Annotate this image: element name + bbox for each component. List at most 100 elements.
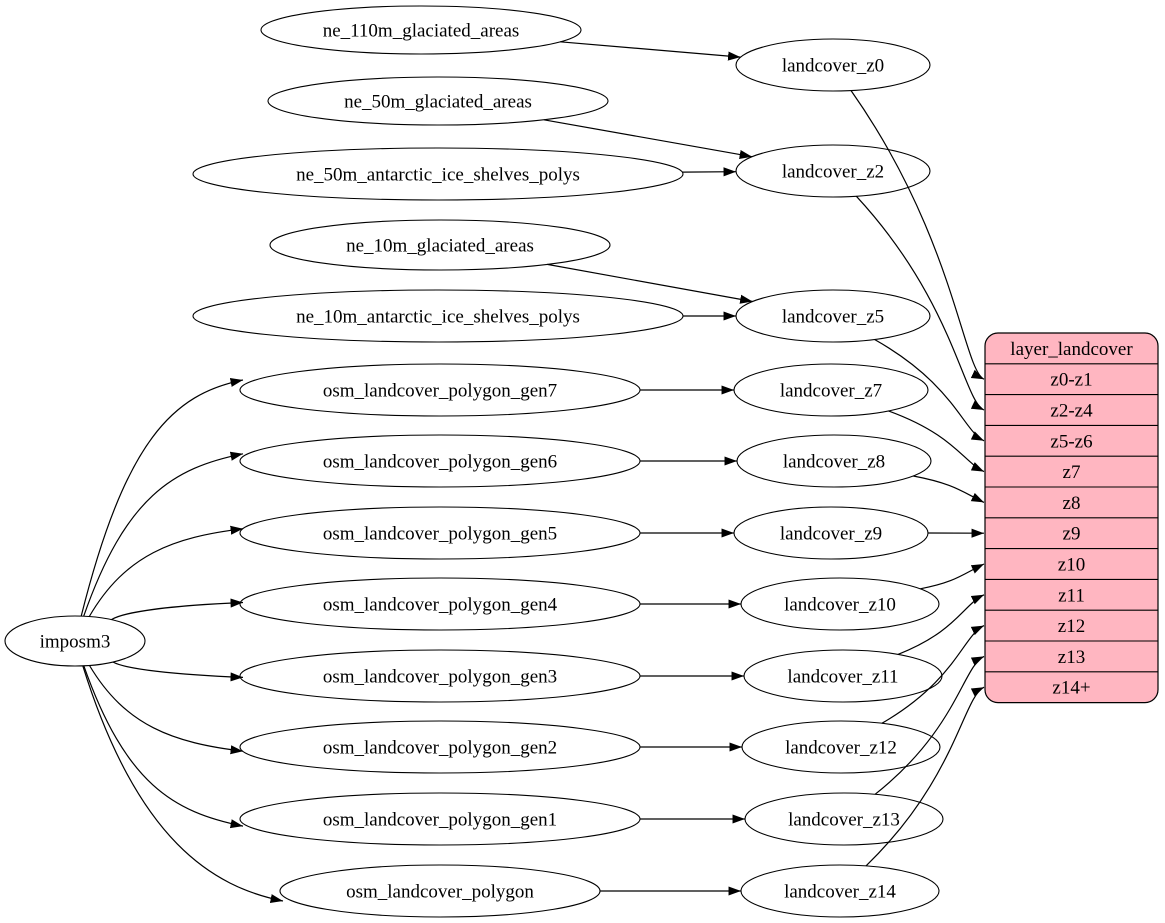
record-row-z7: z7 <box>1063 462 1081 483</box>
node-label: imposm3 <box>40 631 111 652</box>
record-title: layer_landcover <box>1010 339 1133 360</box>
node-ellipse <box>4 615 146 667</box>
node-landcover-z12: landcover_z12 <box>741 720 941 774</box>
node-label: osm_landcover_polygon_gen7 <box>323 380 557 401</box>
edge-imposm3-to-osm-landcover-polygon-gen5 <box>88 525 244 617</box>
node-ne-50m-glaciated-areas: ne_50m_glaciated_areas <box>267 76 609 126</box>
node-label: landcover_z14 <box>784 881 896 902</box>
edge-landcover-z14-to-layer-landcover-z14- <box>865 686 985 867</box>
edge-path <box>874 655 985 795</box>
edge-imposm3-to-osm-landcover-polygon <box>82 665 284 904</box>
edge-path <box>80 377 244 617</box>
record-node-layer-landcover: layer_landcover z0-z1 z2-z4 z5-z6 z7 z8 z9 z10 z… <box>984 332 1159 704</box>
edge-path <box>560 41 741 61</box>
edge-imposm3-to-osm-landcover-polygon-gen4 <box>111 598 244 621</box>
record-row-z12: z12 <box>1058 616 1085 637</box>
node-landcover-z7: landcover_z7 <box>733 363 929 417</box>
edge-path <box>83 665 244 829</box>
edge-path <box>874 338 985 442</box>
node-osm-landcover-polygon-gen4: osm_landcover_polygon_gen4 <box>239 577 641 631</box>
edge-path <box>850 90 985 380</box>
node-label: landcover_z0 <box>782 55 884 76</box>
node-landcover-z10: landcover_z10 <box>740 577 940 631</box>
edge-landcover-z11-to-layer-landcover-z11 <box>897 594 985 655</box>
node-ne-50m-antarctic-ice-shelves-polys: ne_50m_antarctic_ice_shelves_polys <box>192 147 684 201</box>
node-osm-landcover-polygon-gen5: osm_landcover_polygon_gen5 <box>239 506 641 560</box>
edge-path <box>855 195 985 411</box>
node-ellipse <box>269 219 611 271</box>
node-osm-landcover-polygon-gen1: osm_landcover_polygon_gen1 <box>239 792 641 846</box>
edge-ne-110m-glaciated-areas-to-landcover-z0 <box>560 41 741 61</box>
node-label: ne_50m_antarctic_ice_shelves_polys <box>296 164 580 185</box>
node-landcover-z8: landcover_z8 <box>736 434 932 488</box>
node-label: osm_landcover_polygon_gen3 <box>323 666 557 687</box>
edge-imposm3-to-osm-landcover-polygon-gen7 <box>80 377 244 617</box>
edge-landcover-z12-to-layer-landcover-z12 <box>881 625 985 724</box>
edge-landcover-z10-to-layer-landcover-z10 <box>920 563 985 590</box>
edge-path <box>88 525 244 617</box>
edge-path <box>88 665 244 755</box>
edge-path <box>888 410 985 473</box>
node-label: landcover_z9 <box>780 523 882 544</box>
edge-landcover-z0-to-layer-landcover-z0-z1 <box>850 90 985 380</box>
node-label: osm_landcover_polygon_gen6 <box>323 451 557 472</box>
node-ellipse <box>260 5 582 55</box>
node-ellipse <box>267 76 609 126</box>
node-label: ne_10m_antarctic_ice_shelves_polys <box>296 306 580 327</box>
edge-imposm3-to-osm-landcover-polygon-gen3 <box>112 661 244 682</box>
node-label: landcover_z8 <box>783 451 885 472</box>
record-row-z11: z11 <box>1058 585 1085 606</box>
node-label: osm_landcover_polygon <box>346 881 534 902</box>
edge-path <box>865 686 985 867</box>
edge-landcover-z2-to-layer-landcover-z2-z4 <box>855 195 985 411</box>
node-ne-10m-antarctic-ice-shelves-polys: ne_10m_antarctic_ice_shelves_polys <box>192 289 684 343</box>
record-row-z8: z8 <box>1063 493 1081 514</box>
nodes-layer: imposm3 ne_110m_glaciated_areas ne_50m_gla… <box>4 5 944 918</box>
edge-imposm3-to-osm-landcover-polygon-gen1 <box>83 665 244 829</box>
record-row-z14plus: z14+ <box>1052 678 1090 699</box>
node-osm-landcover-polygon-gen6: osm_landcover_polygon_gen6 <box>239 434 641 488</box>
node-label: ne_110m_glaciated_areas <box>323 20 520 41</box>
node-osm-landcover-polygon-gen7: osm_landcover_polygon_gen7 <box>239 363 641 417</box>
node-landcover-z14: landcover_z14 <box>740 864 940 918</box>
node-label: osm_landcover_polygon_gen1 <box>323 809 557 830</box>
node-label: ne_50m_glaciated_areas <box>344 91 532 112</box>
node-label: landcover_z2 <box>782 161 884 182</box>
edge-landcover-z7-to-layer-landcover-z7 <box>888 410 985 473</box>
node-osm-landcover-polygon-gen3: osm_landcover_polygon_gen3 <box>239 649 641 703</box>
node-label: landcover_z13 <box>788 809 900 830</box>
record-row-z10: z10 <box>1058 554 1085 575</box>
node-label: landcover_z12 <box>785 737 897 758</box>
node-label: landcover_z11 <box>787 666 898 687</box>
record-row-z9: z9 <box>1063 524 1081 545</box>
node-label: osm_landcover_polygon_gen4 <box>323 594 558 615</box>
node-ellipse <box>735 144 931 198</box>
node-imposm3: imposm3 <box>4 615 146 667</box>
edge-imposm3-to-osm-landcover-polygon-gen6 <box>83 451 244 617</box>
edge-landcover-z8-to-layer-landcover-z8 <box>913 475 985 503</box>
edge-path <box>543 119 753 160</box>
node-landcover-z2: landcover_z2 <box>735 144 931 198</box>
edge-path <box>83 451 244 617</box>
node-label: ne_10m_glaciated_areas <box>346 235 534 256</box>
node-ne-10m-glaciated-areas: ne_10m_glaciated_areas <box>269 219 611 271</box>
edges-layer <box>80 41 985 904</box>
edge-path <box>913 475 985 503</box>
node-landcover-z9: landcover_z9 <box>733 506 929 560</box>
record-row-z5-z6: z5-z6 <box>1050 431 1092 452</box>
record-row-z2-z4: z2-z4 <box>1050 400 1093 421</box>
node-landcover-z13: landcover_z13 <box>744 792 944 846</box>
node-ne-110m-glaciated-areas: ne_110m_glaciated_areas <box>260 5 582 55</box>
record-row-z0-z1: z0-z1 <box>1050 370 1092 391</box>
edge-path <box>82 665 284 904</box>
node-osm-landcover-polygon-gen2: osm_landcover_polygon_gen2 <box>239 720 641 774</box>
edge-path <box>897 594 985 655</box>
node-label: osm_landcover_polygon_gen5 <box>323 523 557 544</box>
node-osm-landcover-polygon: osm_landcover_polygon <box>279 864 601 918</box>
edge-ne-10m-glaciated-areas-to-landcover-z5 <box>547 263 753 304</box>
node-ellipse <box>192 147 684 201</box>
edge-imposm3-to-osm-landcover-polygon-gen2 <box>88 665 244 755</box>
node-landcover-z5: landcover_z5 <box>735 289 931 343</box>
node-label: landcover_z10 <box>784 594 896 615</box>
